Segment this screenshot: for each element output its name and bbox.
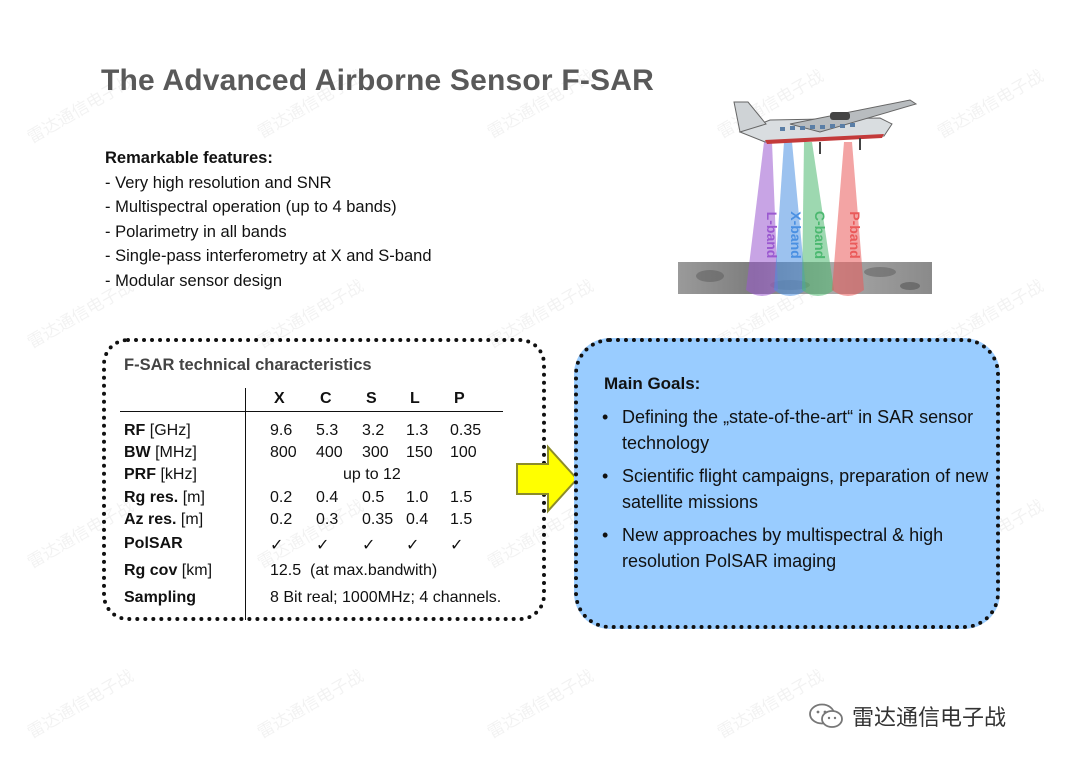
table-cell: ✓ — [270, 537, 284, 554]
table-cell: 0.2 — [270, 489, 293, 506]
table-cell: 300 — [362, 444, 389, 461]
row-label-unit: [MHz] — [150, 444, 197, 461]
beam-label: P-band — [847, 211, 863, 258]
goal-item: Defining the „state-of-the-art“ in SAR s… — [602, 404, 994, 456]
table-cell: 1.3 — [406, 422, 429, 439]
features-list: Remarkable features: Very high resolutio… — [105, 146, 432, 293]
table-cell: 0.3 — [316, 511, 339, 528]
band-header: X — [274, 390, 285, 407]
watermark-text: 雷达通信电子战 — [934, 66, 1048, 144]
row-label: Rg cov [km] — [124, 562, 212, 580]
beam-labels: L-band X-band C-band P-band — [764, 211, 863, 259]
beam-label: C-band — [812, 211, 828, 259]
table-cell: ✓ — [316, 537, 330, 554]
main-goals-box: Main Goals: Defining the „state-of-the-a… — [574, 338, 1000, 629]
band-header: P — [454, 390, 465, 407]
right-arrow-icon — [516, 444, 579, 514]
radar-beam — [832, 142, 864, 296]
row-label-unit: [m] — [178, 489, 205, 506]
table-cell: 5.3 — [316, 422, 339, 439]
aircraft — [733, 99, 918, 154]
table-cell: 3.2 — [362, 422, 385, 439]
row-label-unit: [m] — [176, 511, 204, 528]
feature-item: Multispectral operation (up to 4 bands) — [105, 195, 432, 220]
table-cell: ✓ — [406, 537, 420, 554]
goal-item: Scientific flight campaigns, preparation… — [602, 463, 994, 515]
table-cell: 1.0 — [406, 489, 429, 506]
table-cell: 0.35 — [362, 511, 394, 528]
table-cell: 1.5 — [450, 489, 473, 506]
feature-item: Single-pass interferometry at X and S-ba… — [105, 244, 431, 269]
table-cell: 9.6 — [270, 422, 293, 439]
table-span-cell: up to 12 — [343, 466, 401, 483]
table-cell: 0.2 — [270, 511, 293, 528]
table-cell: ✓ — [450, 537, 464, 554]
table-vertical-rule — [245, 388, 246, 620]
table-cell: 400 — [316, 444, 343, 461]
feature-item: Polarimetry in all bands — [105, 220, 432, 245]
row-label: RF [GHz] — [124, 422, 191, 440]
table-cell: 0.5 — [362, 489, 385, 506]
table-cell: ✓ — [362, 537, 376, 554]
row-label-name: RF — [124, 422, 146, 439]
table-span-cell: 8 Bit real; 1000MHz; 4 channels. — [270, 589, 502, 606]
radar-beam — [802, 142, 834, 296]
watermark-text: 雷达通信电子战 — [484, 666, 598, 744]
row-label: Sampling — [124, 589, 196, 607]
watermark-text: 雷达通信电子战 — [254, 666, 368, 744]
row-label-name: Sampling — [124, 589, 197, 606]
row-label-unit: [kHz] — [156, 466, 197, 483]
brand-name: 雷达通信电子战 — [852, 706, 1007, 731]
row-label: BW [MHz] — [124, 444, 197, 462]
row-label: PRF [kHz] — [124, 466, 197, 484]
row-label-name: Rg res. — [124, 489, 179, 506]
wechat-icon — [809, 703, 843, 728]
table-cell: 0.35 — [450, 422, 482, 439]
tech-title: F-SAR technical characteristics — [124, 356, 372, 374]
band-header: S — [366, 390, 377, 407]
table-cell: 0.4 — [406, 511, 429, 528]
beam-label: L-band — [764, 212, 780, 259]
table-cell: 100 — [450, 444, 477, 461]
radar-beam — [746, 142, 778, 296]
row-label-name: PolSAR — [124, 535, 183, 552]
beam-label: X-band — [788, 211, 804, 258]
watermark-text: 雷达通信电子战 — [24, 666, 138, 744]
row-label-name: PRF — [124, 466, 156, 483]
goals-list: Defining the „state-of-the-art“ in SAR s… — [602, 404, 994, 581]
feature-item: Modular sensor design — [105, 269, 432, 294]
table-cell: 1.5 — [450, 511, 473, 528]
table-cell: 800 — [270, 444, 297, 461]
goal-item: New approaches by multispectral & high r… — [602, 522, 994, 574]
row-label-name: Az res. — [124, 511, 177, 528]
brand-watermark: 雷达通信电子战 — [808, 700, 1006, 732]
row-label-unit: [GHz] — [145, 422, 191, 439]
feature-item: Very high resolution and SNR — [105, 171, 432, 196]
goals-heading: Main Goals: — [604, 374, 701, 393]
radar-beam — [774, 142, 806, 296]
table-cell: 150 — [406, 444, 433, 461]
row-label-unit: [km] — [177, 562, 213, 579]
aircraft-illustration: L-band X-band C-band P-band — [678, 99, 932, 296]
band-header: C — [320, 390, 332, 407]
table-cell: 0.4 — [316, 489, 339, 506]
slide-title: The Advanced Airborne Sensor F-SAR — [101, 64, 654, 97]
radar-beams — [746, 142, 864, 296]
table-header-rule — [120, 411, 503, 412]
band-header: L — [410, 390, 420, 407]
row-label: Rg res. [m] — [124, 489, 205, 507]
row-label-name: Rg cov — [124, 562, 178, 579]
row-label: Az res. [m] — [124, 511, 203, 529]
features-heading: Remarkable features: — [105, 149, 273, 167]
row-label-name: BW — [124, 444, 151, 461]
row-label: PolSAR — [124, 535, 183, 553]
table-span-cell: 12.5 (at max.bandwith) — [270, 562, 438, 579]
